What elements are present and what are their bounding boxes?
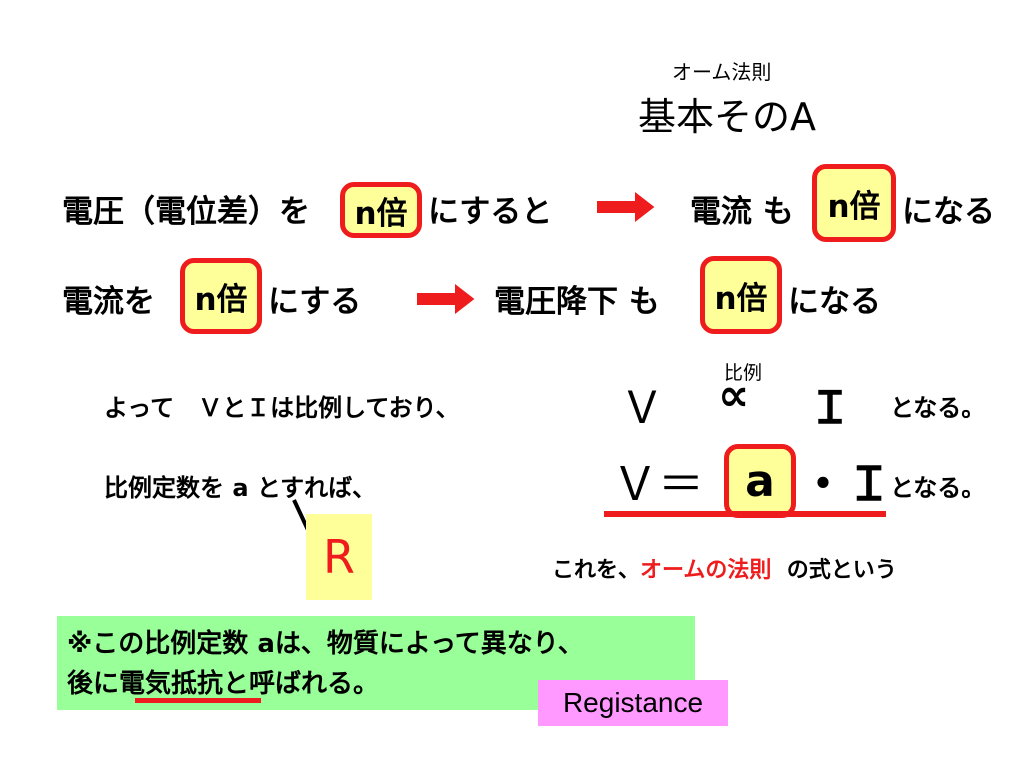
- resistance-r-box: R: [306, 514, 372, 600]
- equation-text: 比例定数を a とすれば、: [104, 474, 377, 502]
- constant-a-box: a: [724, 444, 796, 518]
- note-line2: 後に電気抵抗と呼ばれる。: [67, 664, 685, 704]
- right-arrow-icon: [415, 280, 478, 318]
- equation-suffix: となる。: [890, 474, 986, 502]
- voltage-symbol: Ｖ: [620, 383, 664, 434]
- row2-result-n-box: n倍: [700, 256, 782, 334]
- note-line2-suffix: と呼ばれる。: [223, 669, 380, 699]
- equation-lhs: Ｖ＝: [612, 457, 704, 511]
- row2-suffix: にする: [268, 284, 362, 320]
- row2-prefix: 電流を: [62, 284, 155, 320]
- note-line1: ※この比例定数 aは、物質によって異なり、: [67, 629, 584, 659]
- row1-result-prefix: 電流 も: [690, 194, 794, 230]
- row2-result-suffix: になる: [788, 284, 881, 320]
- row1-result-n-box: n倍: [812, 164, 896, 242]
- subtitle: オーム法則: [672, 60, 772, 84]
- proportion-label: 比例: [724, 362, 763, 384]
- term-underline: [135, 698, 261, 703]
- right-arrow-icon: [595, 188, 658, 226]
- row1-n-box: n倍: [340, 182, 422, 238]
- row2-result-prefix: 電圧降下 も: [494, 284, 660, 320]
- equation-rhs: ・Ｉ: [800, 457, 892, 511]
- note-term: 電気抵抗: [119, 669, 224, 699]
- ohm-prefix: これを、: [552, 558, 641, 583]
- registance-label: Registance: [538, 680, 728, 726]
- row1-prefix: 電圧（電位差）を: [62, 194, 310, 230]
- ohm-law-term: オームの法則: [640, 558, 772, 583]
- pointer-line: [292, 499, 310, 531]
- proportional-symbol: ∝: [718, 370, 750, 421]
- ohm-suffix: の式という: [786, 558, 897, 583]
- note-line2-prefix: 後に: [67, 669, 120, 699]
- row1-suffix: にすると: [428, 194, 553, 230]
- equation-underline: [604, 511, 886, 517]
- row1-result-suffix: になる: [902, 194, 995, 230]
- current-symbol: Ｉ: [808, 383, 852, 434]
- proportion-suffix: となる。: [890, 394, 986, 422]
- ohm-law-line: これを、オームの法則 の式という: [552, 552, 897, 584]
- page-title: 基本そのA: [638, 95, 816, 139]
- row2-n-box: n倍: [180, 258, 262, 334]
- proportion-text: よって ＶとＩは比例しており、: [104, 394, 460, 422]
